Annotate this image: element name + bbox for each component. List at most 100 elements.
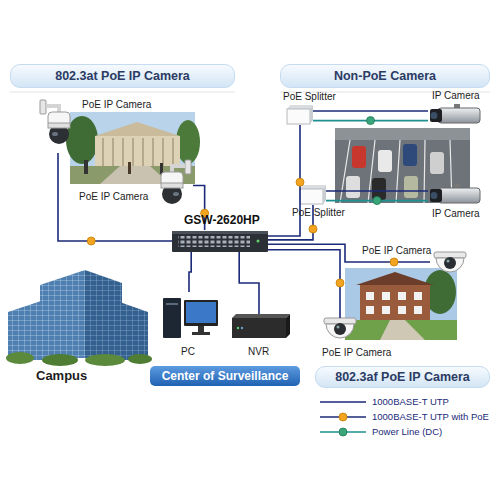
node-label: IP Camera [432, 90, 480, 101]
pc-icon [166, 303, 178, 305]
dome-camera: PoE IP Camera [322, 318, 358, 344]
node-label: PoE Splitter [283, 91, 336, 102]
poe-marker [87, 237, 95, 245]
campus-photo [128, 162, 131, 174]
poe-switch: GSW-2620HP [172, 230, 268, 252]
switch-icon [172, 231, 268, 252]
pc-icon [163, 298, 181, 338]
campus-photo [84, 160, 88, 174]
utp-cable [313, 110, 428, 112]
nvr-icon [286, 314, 290, 338]
header-rule [10, 92, 490, 93]
group-band: 802.3at PoE IP Camera [10, 64, 235, 88]
pc-icon [186, 302, 216, 323]
pc-icon [198, 326, 204, 332]
switch-icon [178, 236, 250, 247]
campus-buildings [8, 300, 44, 360]
campus-buildings [6, 270, 152, 366]
campus-photo [103, 138, 173, 166]
dc-marker [367, 117, 375, 125]
dc-cable [326, 200, 428, 202]
pc-icon [184, 300, 218, 326]
poe-marker [309, 225, 317, 233]
switch-icon [172, 231, 268, 252]
legend-row: 1000BASE-T UTP with PoE [318, 409, 498, 424]
ptz-camera: PoE IP Camera [153, 158, 193, 213]
dc-cable [313, 120, 428, 122]
campus-buildings [128, 354, 152, 364]
parking-photo [378, 150, 392, 172]
nvr-icon [232, 318, 286, 338]
poe-cable [58, 153, 172, 241]
pc: PC [160, 292, 218, 342]
header-rule [10, 92, 235, 93]
dc-marker [339, 428, 347, 436]
poe-marker [390, 258, 398, 266]
legend-text: 1000BASE-T UTP [372, 396, 449, 407]
parking-photo [372, 178, 386, 200]
legend-sample [318, 426, 368, 438]
camera-icons [430, 104, 480, 123]
parking-photo [352, 146, 366, 168]
camera-icons [161, 160, 191, 204]
legend-row: 1000BASE-T UTP [318, 394, 498, 409]
poe-splitter: PoE Splitter [287, 105, 313, 125]
camera-icons [434, 252, 466, 272]
nvr-icon [237, 327, 239, 329]
legend-sample [318, 411, 368, 423]
legend-sample [318, 396, 368, 408]
utp-cable [189, 252, 191, 292]
band-title: 802.3af PoE IP Camera [335, 370, 470, 384]
pc-icon [192, 332, 210, 335]
camera-icons [324, 318, 356, 338]
building-photo [360, 285, 430, 320]
dc-marker [373, 197, 381, 205]
campus-photo [66, 116, 98, 164]
building-photo [356, 272, 434, 285]
legend-row: Power Line (DC) [318, 424, 498, 439]
nvr-icon [232, 314, 290, 318]
building-photo [345, 320, 457, 340]
node-label: PoE IP Camera [79, 191, 148, 202]
legend: 1000BASE-T UTP 1000BASE-T UTP with PoE Pow… [318, 394, 498, 439]
building-photo [380, 320, 425, 340]
building-photo [345, 268, 457, 340]
campus-photo [95, 122, 180, 136]
campus-buildings [114, 300, 148, 360]
node-label: IP Camera [432, 208, 480, 219]
parking-photo [430, 152, 444, 174]
utp-cable [326, 190, 428, 192]
campus-photo [100, 166, 170, 184]
poe-marker [339, 413, 347, 421]
band-title: Non-PoE Camera [334, 69, 436, 83]
legend-text: Power Line (DC) [372, 426, 442, 437]
pc-icon [163, 298, 218, 338]
camera-icons [287, 105, 313, 124]
poe-splitter: PoE Splitter [300, 185, 326, 205]
nvr-icon [241, 327, 243, 329]
campus-buildings [42, 354, 78, 366]
camera-icons [300, 185, 326, 204]
area-label: Campus [36, 368, 87, 383]
parking-photo [403, 144, 417, 166]
band-title: 802.3at PoE IP Camera [55, 69, 190, 83]
poe-cable [268, 125, 300, 236]
camera-icons [430, 184, 480, 203]
camera-icons [40, 100, 480, 338]
utp-cable [239, 252, 259, 314]
poe-marker [336, 279, 344, 287]
node-label: NVR [248, 346, 269, 357]
nvr-icon [232, 314, 290, 338]
switch-icon [172, 231, 268, 234]
building-photo [366, 292, 422, 314]
ptz-camera: PoE IP Camera [38, 98, 78, 153]
node-label: PoE IP Camera [82, 99, 151, 110]
parking-photo [404, 176, 418, 198]
band-title: Center of Surveillance [162, 369, 289, 383]
group-band: Non-PoE Camera [280, 64, 490, 88]
ip-camera: IP Camera [428, 184, 482, 206]
node-label: PoE IP Camera [322, 347, 391, 358]
nvr: NVR [228, 314, 290, 340]
parking-photo [346, 176, 360, 198]
